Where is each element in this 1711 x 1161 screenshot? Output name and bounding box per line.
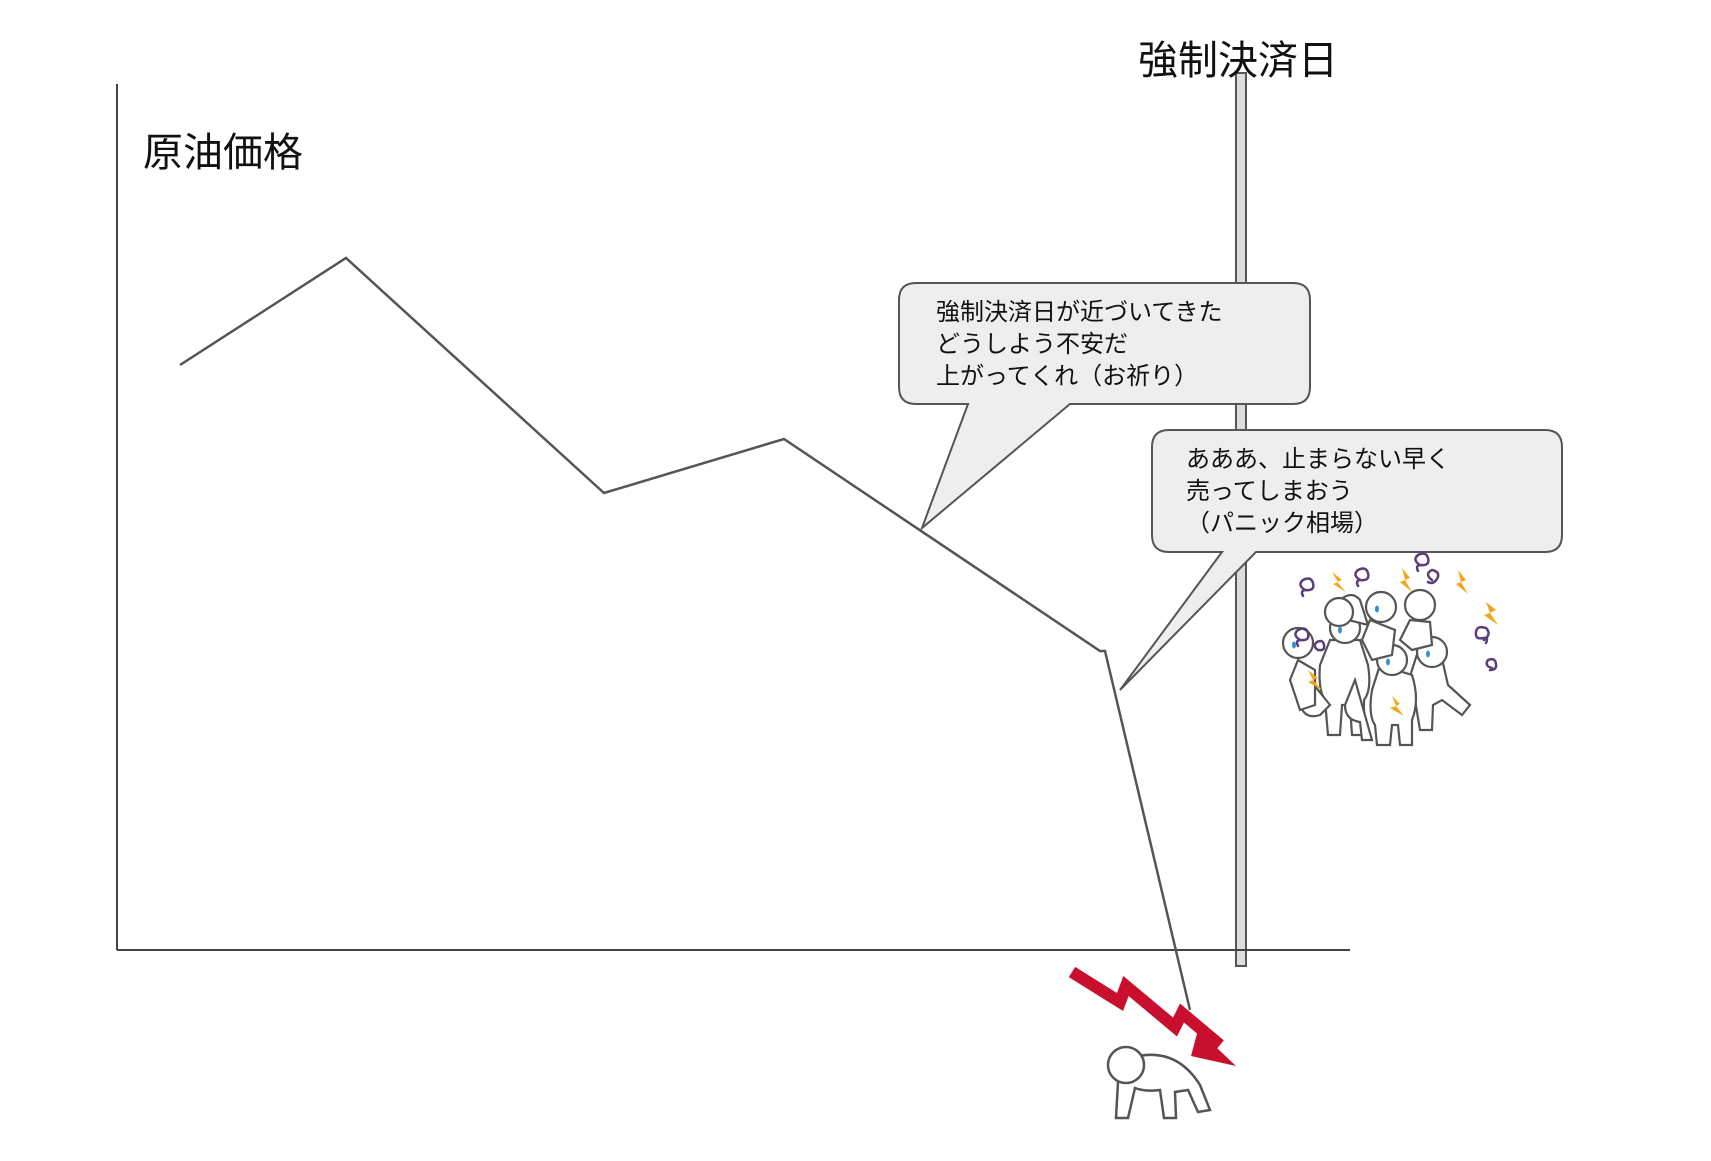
panic-crowd-icon — [1281, 552, 1498, 747]
bubble2-line: （パニック相場） — [1186, 509, 1378, 537]
bubble1-line: 強制決済日が近づいてきた — [936, 298, 1223, 326]
bubble1-line: どうしよう不安だ — [936, 330, 1128, 358]
speech-bubble-1-text: 強制決済日が近づいてきた どうしよう不安だ 上がってくれ（お祈り） — [936, 296, 1223, 392]
speech-bubble-2 — [1119, 429, 1563, 691]
price-line — [179, 256, 1192, 1011]
y-axis-label: 原油価格 — [143, 130, 303, 176]
speech-bubble-2-text: あああ、止まらない早く 売ってしまおう （パニック相場） — [1186, 443, 1450, 539]
crawling-person-icon — [1106, 1045, 1212, 1120]
bubble1-line: 上がってくれ（お祈り） — [936, 362, 1199, 390]
speech-bubble-1 — [898, 282, 1311, 532]
down-arrow-icon — [1068, 966, 1236, 1066]
deadline-label: 強制決済日 — [1138, 38, 1338, 84]
bubble2-line: 売ってしまおう — [1186, 477, 1353, 505]
bubble2-line: あああ、止まらない早く — [1186, 445, 1450, 473]
